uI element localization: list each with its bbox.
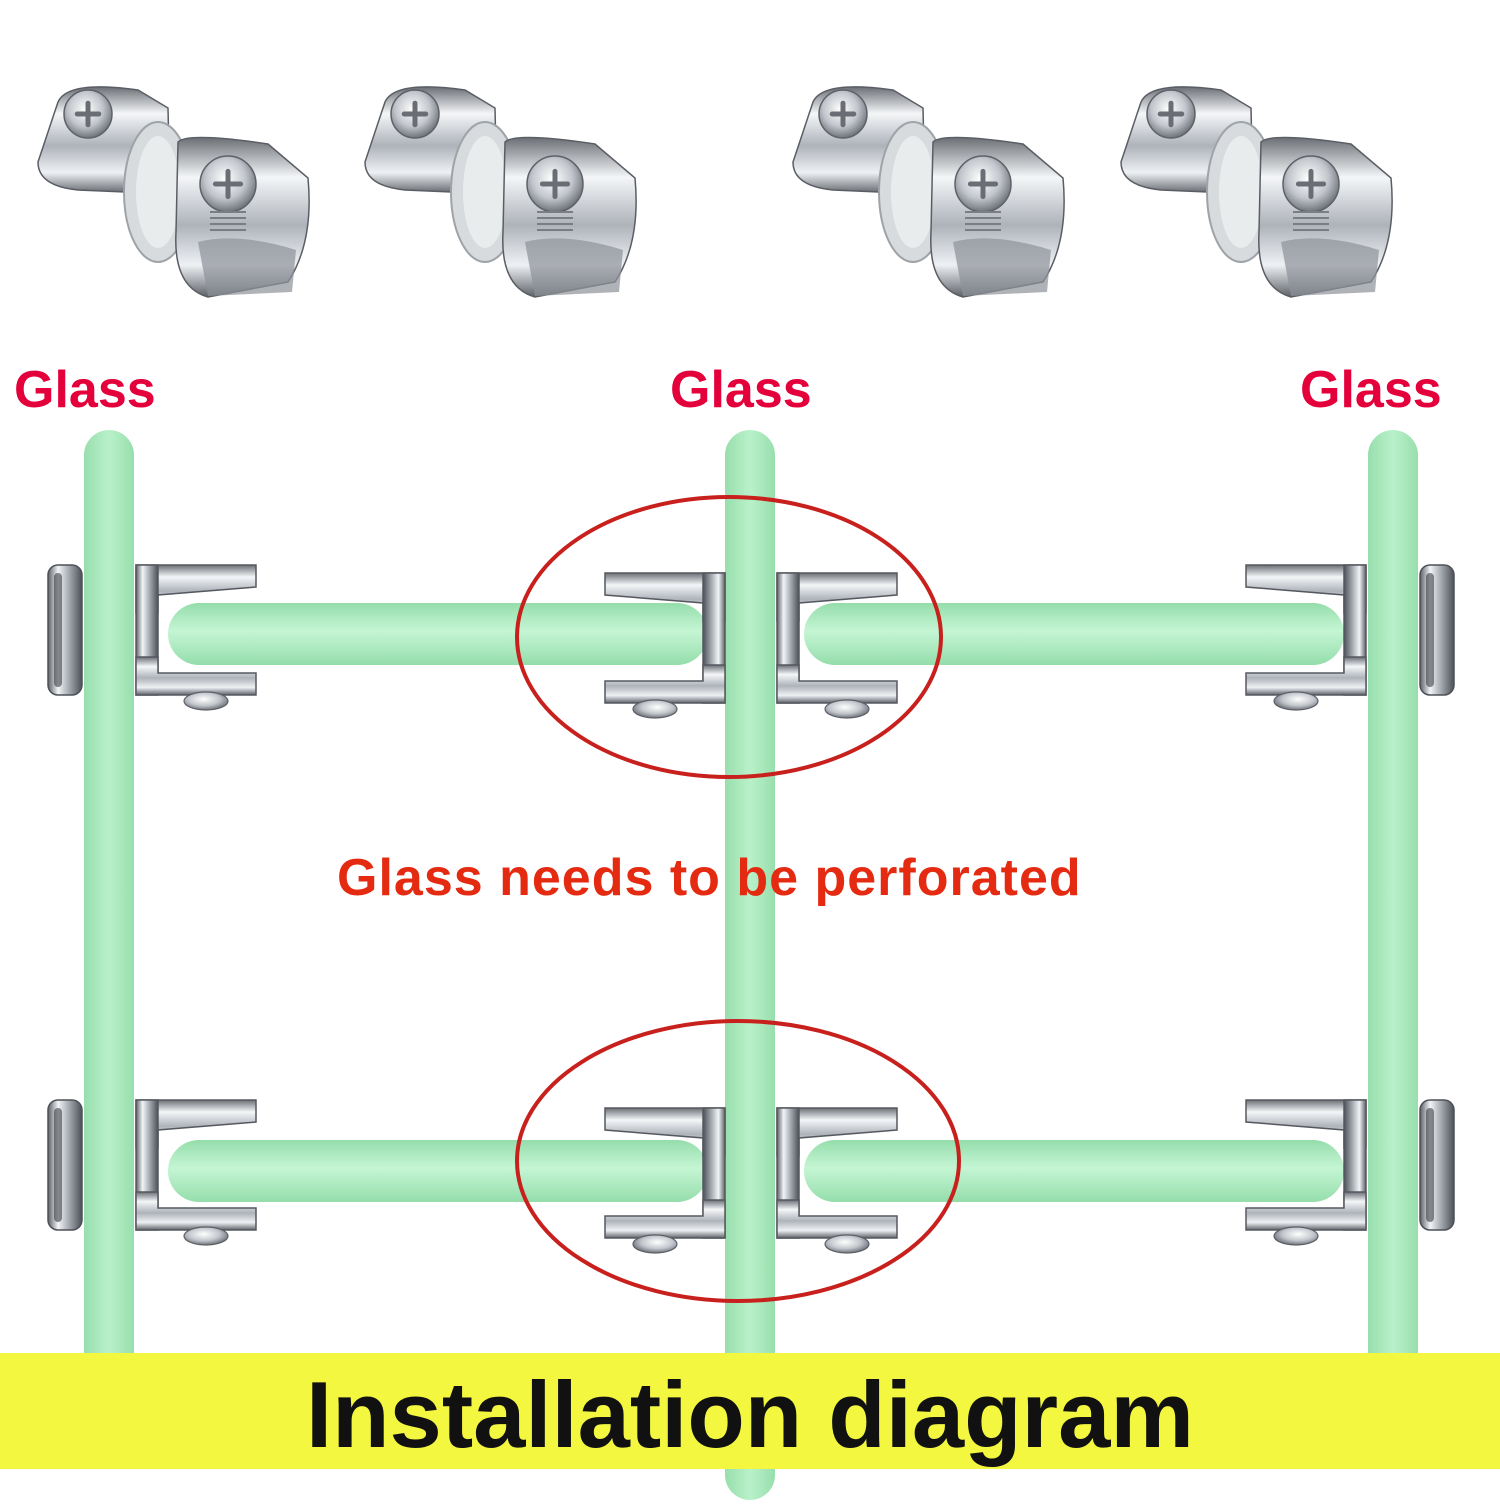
clamp-left-bottom: [135, 1099, 257, 1246]
glass-label-left: Glass: [14, 361, 156, 419]
product-clamp-3: [792, 86, 1065, 298]
glass-panel-right: [1368, 430, 1418, 1415]
title-banner: [0, 1353, 1500, 1469]
mounted-clamps: [47, 564, 1455, 1254]
back-cap-right-top: [1419, 564, 1455, 696]
product-clamp-2: [364, 86, 637, 298]
back-cap-left-top: [47, 564, 83, 696]
glass-label-center: Glass: [670, 361, 812, 419]
clamp-center-left-top: [604, 572, 726, 719]
product-photos: [37, 86, 1393, 298]
glass-panel-center: [725, 430, 775, 1500]
clamp-right-top: [1245, 564, 1367, 711]
highlight-ellipse-bottom: [515, 1019, 961, 1303]
clamp-center-right-bottom: [776, 1107, 898, 1254]
back-cap-right-bottom: [1419, 1099, 1455, 1231]
perforation-note: Glass needs to be perforated: [337, 849, 1082, 907]
glass-panel-left: [84, 430, 134, 1415]
clamp-center-left-bottom: [604, 1107, 726, 1254]
shelf-top-left: [168, 603, 708, 665]
shelf-bottom-left: [168, 1140, 708, 1202]
back-cap-left-bottom: [47, 1099, 83, 1231]
product-clamp-4: [1120, 86, 1393, 298]
page-title: Installation diagram: [306, 1362, 1194, 1467]
clamp-left-top: [135, 564, 257, 711]
glass-label-right: Glass: [1300, 361, 1442, 419]
highlight-ellipse-top: [515, 495, 943, 779]
shelf-top-right: [804, 603, 1344, 665]
glass-panels: [84, 430, 1418, 1500]
clamp-right-bottom: [1245, 1099, 1367, 1246]
product-clamp-1: [37, 86, 310, 298]
highlight-ellipses: [515, 495, 961, 1303]
shelf-bottom-right: [804, 1140, 1344, 1202]
clamp-center-right-top: [776, 572, 898, 719]
